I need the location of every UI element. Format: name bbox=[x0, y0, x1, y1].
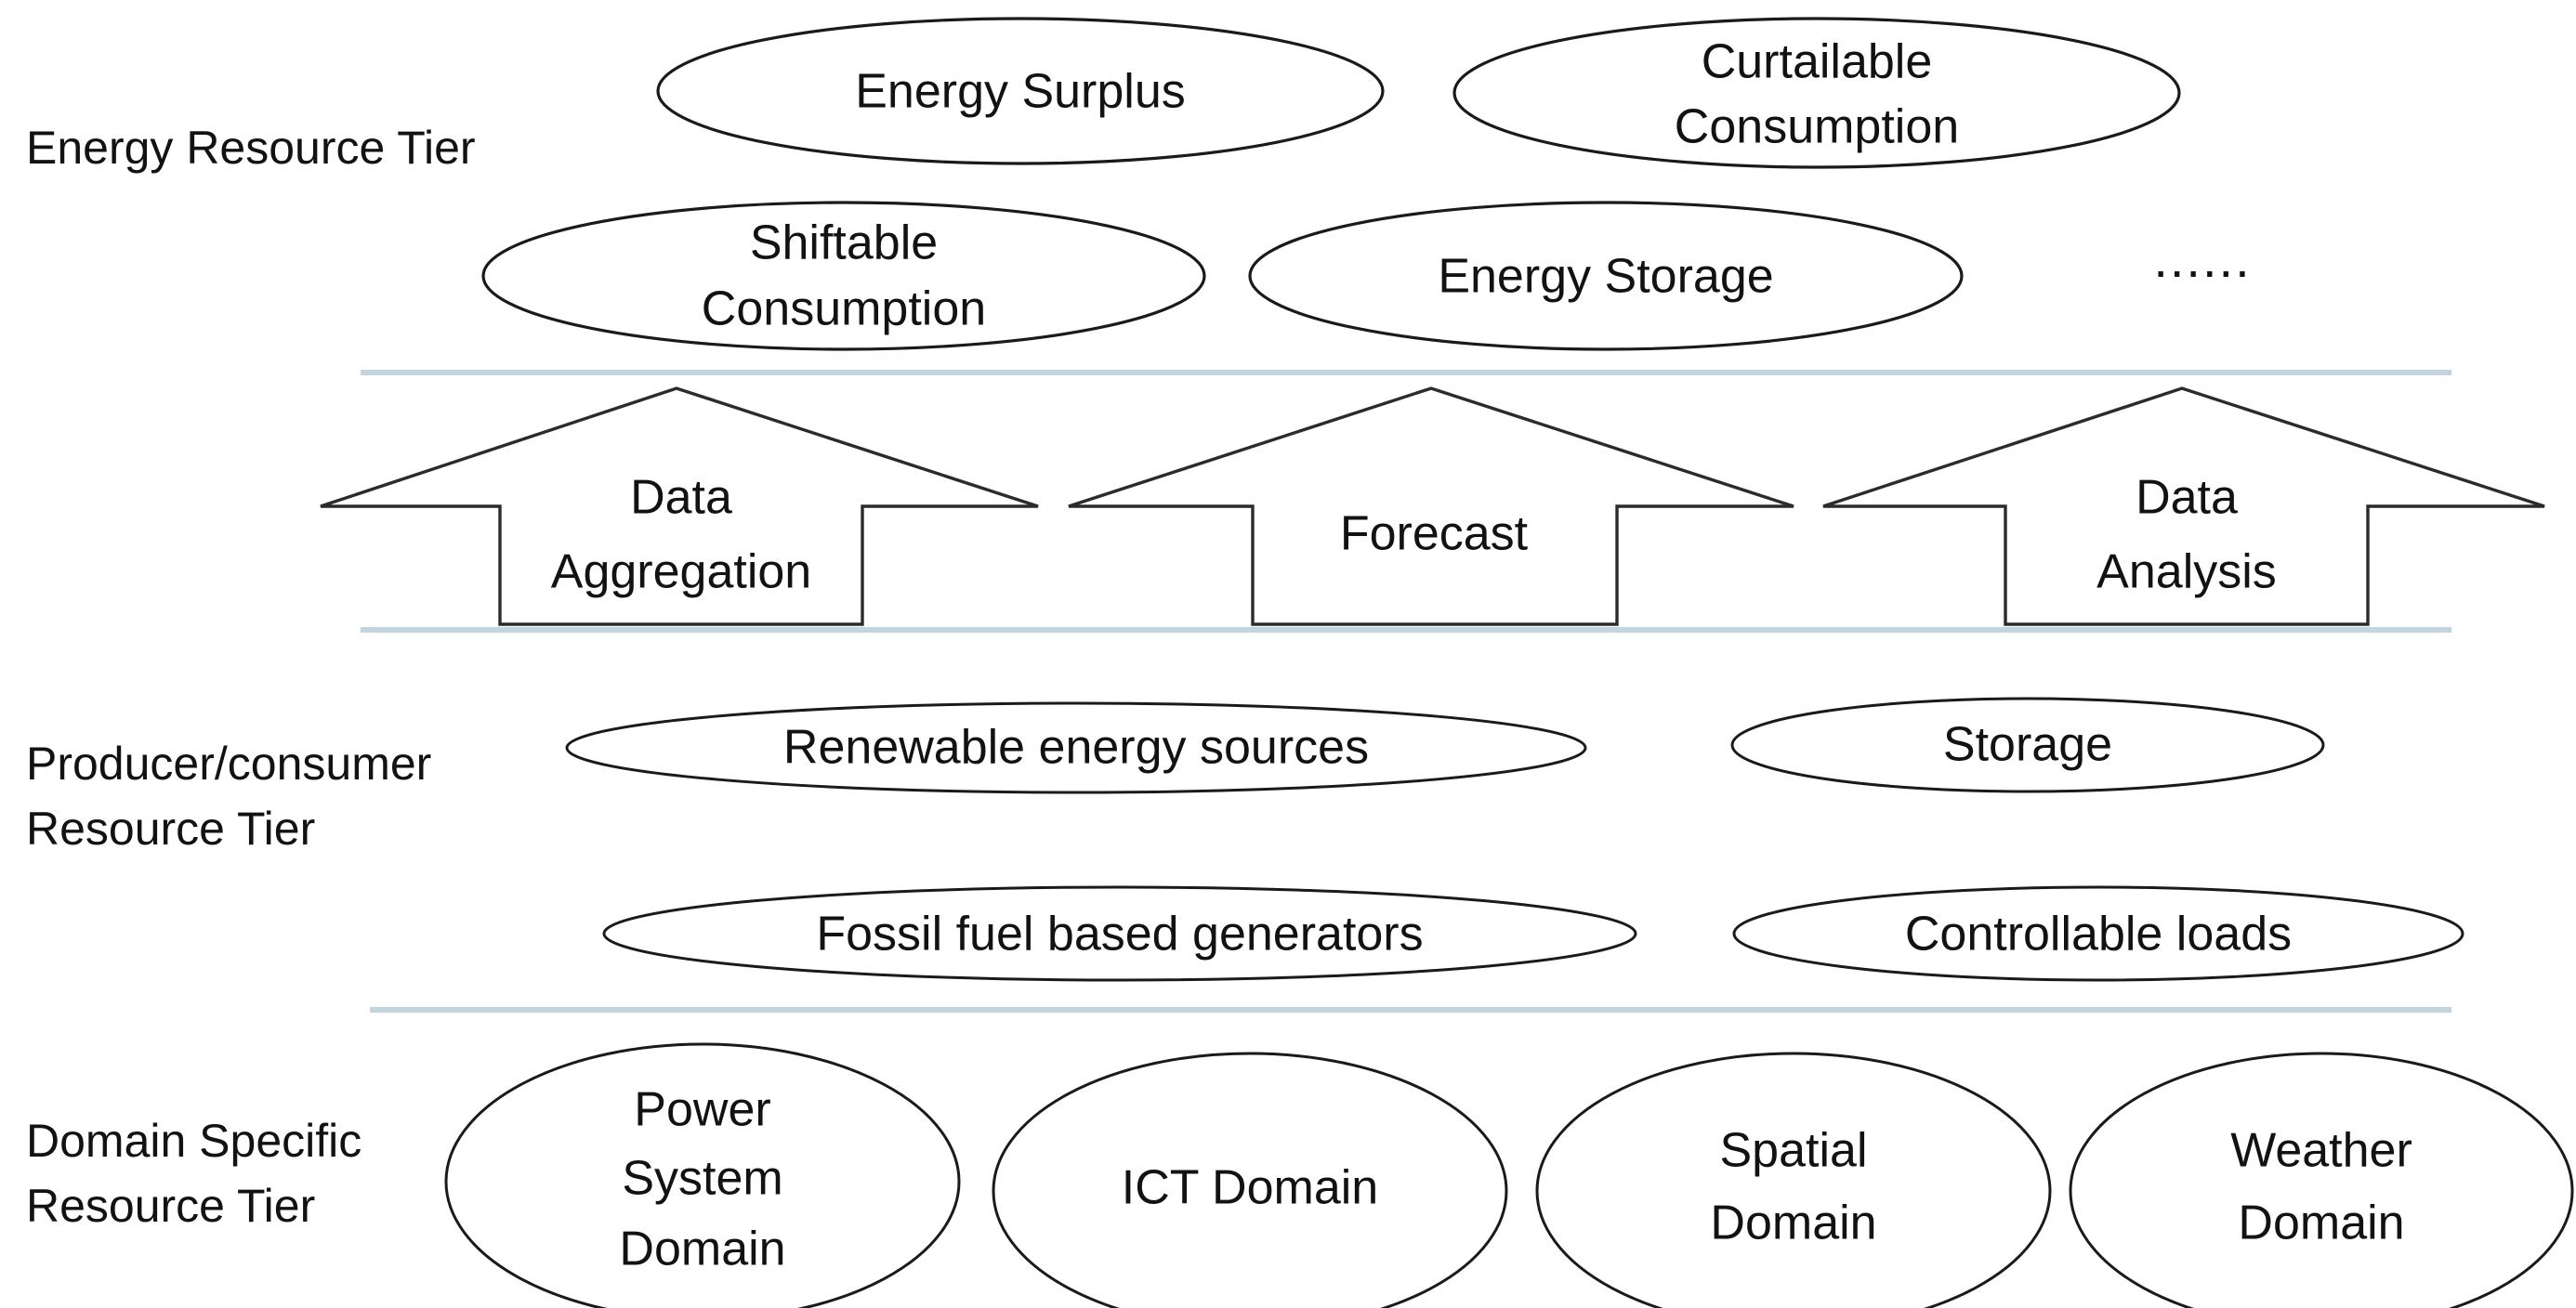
data-analysis-label-line2: Analysis bbox=[2096, 545, 2277, 599]
tier-label-producer-consumer-line1: Producer/consumer bbox=[26, 738, 431, 790]
shiftable-consumption-label-line2: Consumption bbox=[702, 282, 986, 336]
power-system-domain-label-line1: Power bbox=[634, 1083, 770, 1137]
curtailable-consumption-ellipse[interactable] bbox=[1452, 17, 2181, 169]
node-storage[interactable]: Storage bbox=[1730, 697, 2325, 793]
node-data-aggregation[interactable]: Data Aggregation bbox=[320, 386, 1039, 626]
spatial-domain-label-line1: Spatial bbox=[1720, 1124, 1868, 1178]
node-forecast[interactable]: Forecast bbox=[1068, 386, 1794, 626]
energy-storage-label: Energy Storage bbox=[1438, 250, 1773, 304]
spatial-domain-label-line2: Domain bbox=[1710, 1197, 1876, 1250]
energy-surplus-ellipse[interactable] bbox=[656, 17, 1385, 165]
curtailable-consumption-label-line2: Consumption bbox=[1675, 100, 1959, 154]
energy-surplus-label: Energy Surplus bbox=[855, 65, 1186, 119]
weather-domain-label-line1: Weather bbox=[2230, 1124, 2412, 1178]
weather-domain-ellipse[interactable] bbox=[2069, 1052, 2574, 1308]
fossil-fuel-based-generators-ellipse[interactable] bbox=[602, 885, 1637, 982]
curtailable-consumption-label-line1: Curtailable bbox=[1702, 35, 1933, 89]
node-fossil-fuel-based-generators[interactable]: Fossil fuel based generators bbox=[602, 885, 1637, 982]
node-power-system-domain[interactable]: Power System Domain bbox=[444, 1042, 961, 1308]
node-data-analysis[interactable]: Data Analysis bbox=[1822, 386, 2545, 626]
tier-domain-specific-resource: Domain Specific Resource Tier Power Syst… bbox=[26, 1042, 2574, 1308]
data-aggregation-label-line1: Data bbox=[630, 471, 732, 525]
tier-label-producer-consumer-line2: Resource Tier bbox=[26, 803, 315, 855]
ict-domain-ellipse[interactable] bbox=[992, 1052, 1508, 1308]
node-energy-storage[interactable]: Energy Storage bbox=[1248, 201, 1964, 351]
node-weather-domain[interactable]: Weather Domain bbox=[2069, 1052, 2574, 1308]
node-curtailable-consumption[interactable]: Curtailable Consumption bbox=[1452, 17, 2181, 169]
process-band: Data Aggregation Forecast Data Analysis bbox=[320, 386, 2545, 626]
node-shiftable-consumption[interactable]: Shiftable Consumption bbox=[481, 201, 1206, 351]
renewable-energy-sources-label: Renewable energy sources bbox=[783, 721, 1369, 775]
node-energy-surplus[interactable]: Energy Surplus bbox=[656, 17, 1385, 165]
shiftable-consumption-label-line1: Shiftable bbox=[750, 216, 938, 270]
shiftable-consumption-ellipse[interactable] bbox=[481, 201, 1206, 351]
storage-label: Storage bbox=[1943, 718, 2112, 772]
power-system-domain-ellipse[interactable] bbox=[444, 1042, 961, 1308]
controllable-loads-ellipse[interactable] bbox=[1732, 885, 2464, 982]
tier-label-energy-resource: Energy Resource Tier bbox=[26, 122, 476, 174]
spatial-domain-ellipse[interactable] bbox=[1535, 1052, 2052, 1308]
power-system-domain-label-line3: Domain bbox=[619, 1223, 785, 1276]
forecast-arrow[interactable] bbox=[1068, 386, 1794, 626]
node-ict-domain[interactable]: ICT Domain bbox=[992, 1052, 1508, 1308]
tier-label-domain-specific-line2: Resource Tier bbox=[26, 1180, 315, 1232]
tier-energy-resource: Energy Resource Tier Energy Surplus Curt… bbox=[26, 17, 2251, 351]
node-renewable-energy-sources[interactable]: Renewable energy sources bbox=[565, 701, 1587, 794]
data-analysis-arrow[interactable] bbox=[1822, 386, 2545, 626]
tier-producer-consumer-resource: Producer/consumer Resource Tier Renewabl… bbox=[26, 697, 2464, 982]
data-aggregation-label-line2: Aggregation bbox=[551, 545, 811, 599]
renewable-energy-sources-ellipse[interactable] bbox=[565, 701, 1587, 794]
weather-domain-label-line2: Domain bbox=[2238, 1197, 2404, 1250]
tier-label-domain-specific-line1: Domain Specific bbox=[26, 1115, 361, 1167]
controllable-loads-label: Controllable loads bbox=[1905, 908, 2292, 961]
energy-storage-ellipse[interactable] bbox=[1248, 201, 1964, 351]
data-aggregation-arrow[interactable] bbox=[320, 386, 1039, 626]
power-system-domain-label-line2: System bbox=[622, 1152, 782, 1206]
more-resources-ellipsis: ...... bbox=[2153, 229, 2251, 288]
data-analysis-label-line1: Data bbox=[2136, 471, 2238, 525]
fossil-fuel-based-generators-label: Fossil fuel based generators bbox=[816, 908, 1423, 961]
forecast-label: Forecast bbox=[1340, 507, 1529, 561]
storage-ellipse[interactable] bbox=[1730, 697, 2325, 793]
node-controllable-loads[interactable]: Controllable loads bbox=[1732, 885, 2464, 982]
ict-domain-label: ICT Domain bbox=[1122, 1161, 1378, 1215]
node-spatial-domain[interactable]: Spatial Domain bbox=[1535, 1052, 2052, 1308]
